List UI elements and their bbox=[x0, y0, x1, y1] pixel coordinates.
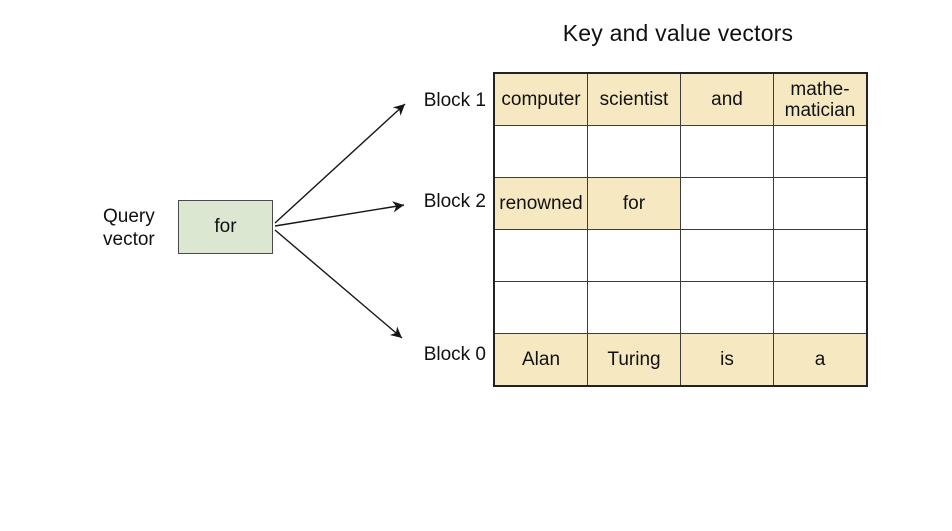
arrow-to-block-0 bbox=[274, 229, 403, 339]
table-cell bbox=[773, 125, 868, 178]
table-cell bbox=[493, 281, 588, 334]
table-cell bbox=[680, 177, 774, 230]
key-value-table: computer scientist and mathe- matician r… bbox=[493, 72, 868, 387]
table-cell: mathe- matician bbox=[773, 72, 868, 126]
table-cell: is bbox=[680, 333, 774, 387]
arrow-to-block-1 bbox=[274, 103, 406, 224]
arrow-to-block-2 bbox=[274, 201, 405, 227]
query-vector-label: Query vector bbox=[103, 206, 155, 250]
table-cell bbox=[587, 229, 681, 282]
block-2-label: Block 2 bbox=[423, 191, 486, 212]
block-0-label: Block 0 bbox=[423, 344, 486, 365]
table-cell: scientist bbox=[587, 72, 681, 126]
table-cell: for bbox=[587, 177, 681, 230]
diagram-title: Key and value vectors bbox=[562, 20, 794, 46]
table-cell: computer bbox=[493, 72, 588, 126]
table-cell bbox=[587, 281, 681, 334]
table-cell: Turing bbox=[587, 333, 681, 387]
table-cell: renowned bbox=[493, 177, 588, 230]
table-row-empty bbox=[493, 281, 868, 334]
table-cell bbox=[773, 229, 868, 282]
table-row-block1: computer scientist and mathe- matician bbox=[493, 72, 868, 126]
table-cell bbox=[493, 125, 588, 178]
table-cell bbox=[493, 229, 588, 282]
query-vector-box: for bbox=[178, 200, 273, 254]
table-cell bbox=[680, 229, 774, 282]
table-cell: and bbox=[680, 72, 774, 126]
query-box-text: for bbox=[214, 216, 237, 237]
block-1-label: Block 1 bbox=[423, 90, 486, 111]
table-cell: Alan bbox=[493, 333, 588, 387]
table-cell bbox=[773, 281, 868, 334]
table-row-block0: Alan Turing is a bbox=[493, 333, 868, 387]
table-cell bbox=[773, 177, 868, 230]
table-row-empty bbox=[493, 125, 868, 178]
table-row-empty bbox=[493, 229, 868, 282]
table-cell bbox=[587, 125, 681, 178]
table-row-block2: renowned for bbox=[493, 177, 868, 230]
table-cell bbox=[680, 125, 774, 178]
table-cell: a bbox=[773, 333, 868, 387]
table-cell bbox=[680, 281, 774, 334]
